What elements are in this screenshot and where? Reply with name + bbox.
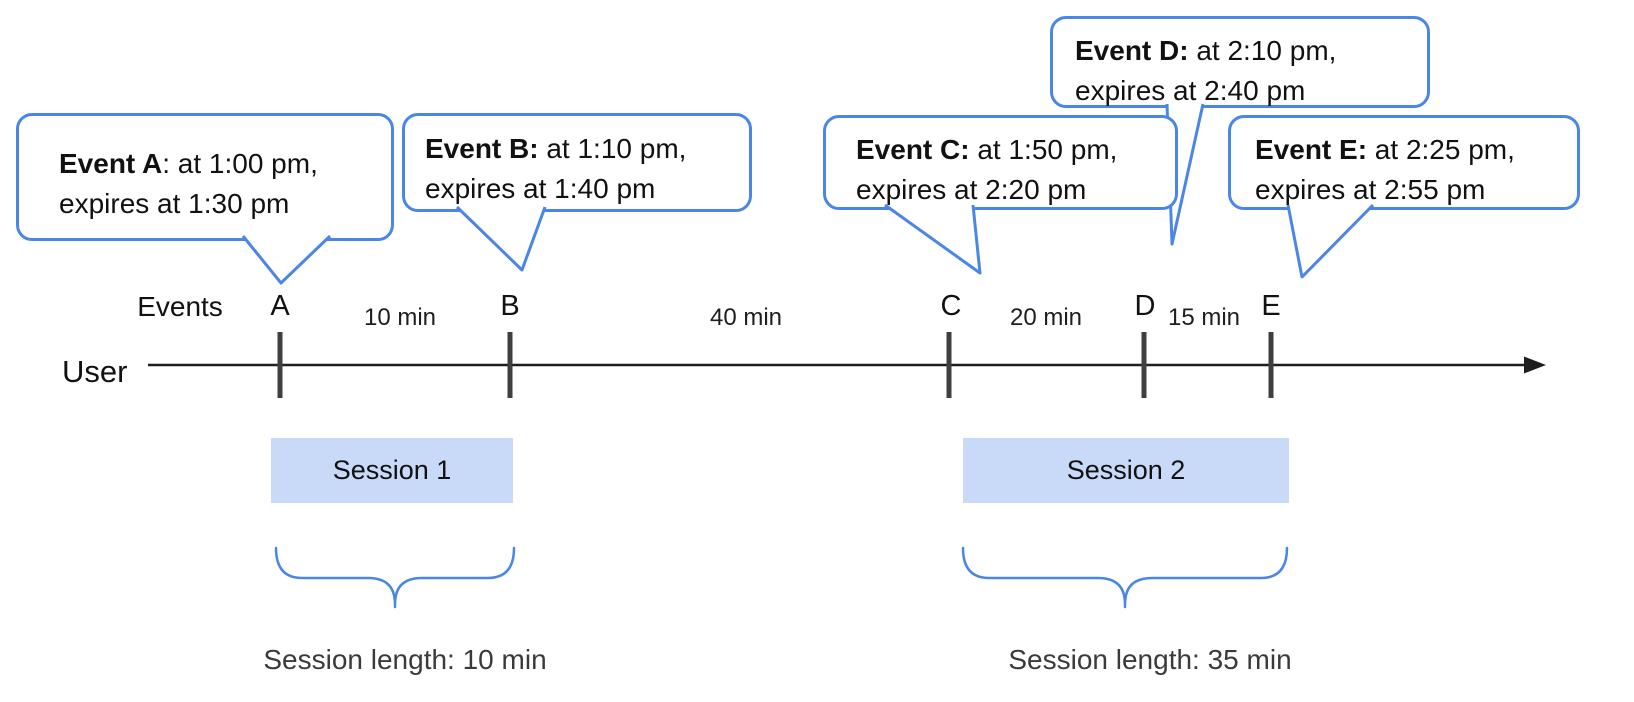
- interval-label-b-c: 40 min: [709, 304, 783, 331]
- bubble-text-line2: expires at 2:55 pm: [1255, 174, 1486, 205]
- event-label-c: C: [940, 290, 962, 322]
- events-row-label: Events: [137, 291, 223, 322]
- user-axis-label: User: [62, 354, 128, 389]
- timeline-arrowhead-icon: [1524, 356, 1546, 374]
- session-2-box: Session 2: [963, 438, 1289, 503]
- bubble-tail-event-b: [455, 205, 547, 272]
- bubble-text-line1: Event E: at 2:25 pm,: [1255, 134, 1515, 165]
- bubble-tail-event-c: [884, 203, 982, 275]
- bubble-text-line1: Event C: at 1:50 pm,: [856, 134, 1118, 165]
- bubble-text-line1: Event A: at 1:00 pm,: [59, 148, 318, 179]
- interval-label-c-d: 20 min: [1009, 304, 1083, 331]
- speech-bubble-event-e: Event E: at 2:25 pm, expires at 2:55 pm: [1228, 115, 1580, 210]
- speech-bubble-event-c: Event C: at 1:50 pm, expires at 2:20 pm: [823, 115, 1178, 210]
- bubble-tail-event-a: [241, 234, 332, 285]
- bubble-text-line2: expires at 1:30 pm: [59, 188, 290, 219]
- session-2-length-label: Session length: 35 min: [1008, 644, 1292, 675]
- event-label-a: A: [270, 290, 290, 322]
- session-1-box: Session 1: [271, 438, 513, 503]
- event-label-b: B: [500, 290, 520, 322]
- speech-bubble-event-d: Event D: at 2:10 pm, expires at 2:40 pm: [1050, 16, 1430, 108]
- bubble-text-line2: expires at 1:40 pm: [425, 173, 656, 204]
- event-label-e: E: [1261, 290, 1281, 322]
- interval-label-a-b: 10 min: [363, 304, 437, 331]
- speech-bubble-event-a: Event A: at 1:00 pm, expires at 1:30 pm: [16, 113, 394, 241]
- bubble-text-line2: expires at 2:40 pm: [1075, 75, 1306, 106]
- session-1-brace: [274, 546, 516, 609]
- bubble-text-line2: expires at 2:20 pm: [856, 174, 1087, 205]
- bubble-text-line1: Event B: at 1:10 pm,: [425, 133, 687, 164]
- speech-bubble-event-b: Event B: at 1:10 pm, expires at 1:40 pm: [402, 113, 752, 212]
- interval-label-d-e: 15 min: [1167, 304, 1241, 331]
- session-2-brace: [961, 546, 1289, 609]
- event-label-d: D: [1134, 290, 1156, 322]
- session-1-label: Session 1: [332, 455, 452, 485]
- session-1-length-label: Session length: 10 min: [263, 644, 547, 675]
- bubble-tail-event-e: [1286, 203, 1375, 279]
- bubble-text-line1: Event D: at 2:10 pm,: [1075, 35, 1337, 66]
- session-2-label: Session 2: [1066, 455, 1186, 485]
